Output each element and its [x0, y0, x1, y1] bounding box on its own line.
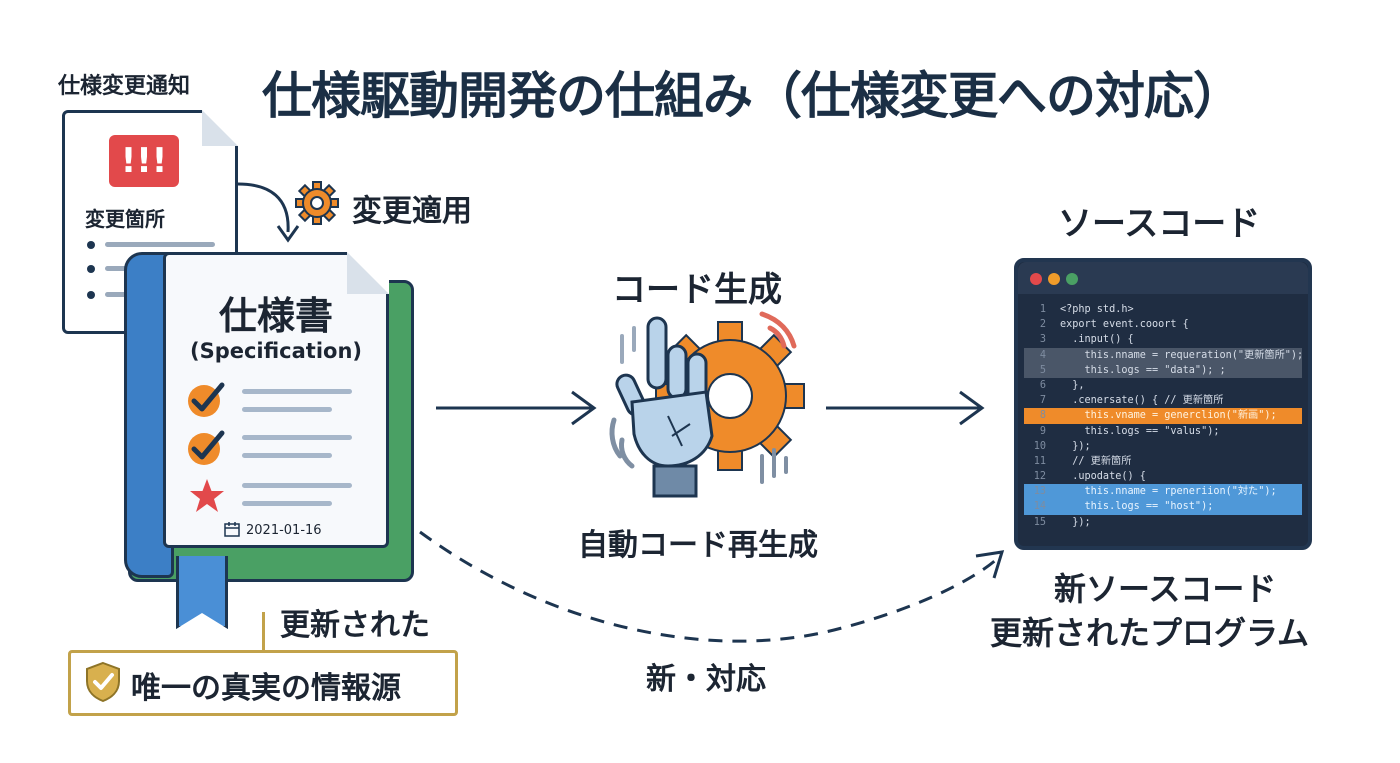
- updated-label: 更新された: [280, 608, 430, 643]
- notice-section-label: 変更箇所: [85, 207, 165, 231]
- checkmark-icon: [188, 382, 225, 417]
- apply-arrow-icon: [237, 182, 300, 243]
- maximize-icon: [1066, 273, 1078, 285]
- line-number: 4: [1039, 349, 1046, 361]
- bullet-icon: [87, 241, 95, 249]
- spec-document: 仕様書 (Specification) 2021-01-16: [163, 252, 389, 548]
- arrow-right-icon: [436, 390, 597, 426]
- code-text: this.nname = rpeneriion("対た");: [1060, 486, 1277, 498]
- code-line: 1 <?php std.h>: [1024, 302, 1302, 317]
- checkmark-icon: [188, 430, 225, 465]
- line-number: 12: [1033, 471, 1046, 483]
- code-text: },: [1060, 379, 1085, 391]
- arrow-right-icon: [826, 390, 985, 426]
- notice-label: 仕様変更通知: [58, 74, 191, 99]
- star-icon: [190, 479, 224, 512]
- text-line: [242, 389, 352, 394]
- text-line: [242, 501, 332, 506]
- code-line: 10 });: [1024, 439, 1302, 454]
- robot-hand-gear-icon: [609, 311, 805, 498]
- line-number: 1: [1039, 304, 1046, 315]
- page-fold-icon: [347, 252, 389, 294]
- close-icon: [1030, 273, 1042, 285]
- code-line: 3 .input() {: [1024, 332, 1302, 347]
- code-line: 12 .upodate() {: [1024, 469, 1302, 484]
- spec-date: 2021-01-16: [246, 523, 322, 538]
- editor-titlebar: [1018, 262, 1308, 294]
- code-text: .upodate() {: [1060, 471, 1146, 483]
- text-line: [242, 407, 332, 412]
- line-number: 10: [1033, 440, 1046, 452]
- source-code-label: ソースコード: [1058, 204, 1261, 244]
- line-number: 3: [1039, 334, 1046, 346]
- line-number: 9: [1039, 425, 1046, 437]
- code-text: this.logs == "valus");: [1060, 425, 1220, 437]
- code-text: .input() {: [1060, 334, 1134, 346]
- bookmark-ribbon-icon: [176, 556, 228, 629]
- code-line: 6 },: [1024, 378, 1302, 393]
- line-number: 8: [1039, 410, 1046, 422]
- code-line: 5 this.logs == "data"); ;: [1024, 362, 1302, 378]
- code-text: export event.cooort {: [1060, 319, 1189, 331]
- line-number: 15: [1033, 516, 1046, 528]
- code-text: .cenersate() { // 更新箇所: [1060, 395, 1224, 407]
- code-line: 4 this.nname = requeration("更新箇所");: [1024, 347, 1304, 363]
- truth-badge-text: 唯一の真実の情報源: [131, 671, 401, 706]
- code-text: this.logs == "data"); ;: [1060, 364, 1226, 376]
- text-line: [242, 453, 332, 458]
- spec-subtitle: (Specification): [189, 339, 363, 363]
- code-text: this.vname = generclion("新画");: [1060, 410, 1277, 422]
- new-path-label: 新・対応: [646, 662, 766, 697]
- code-text: });: [1060, 440, 1091, 452]
- dashed-arrow-icon: [419, 530, 1005, 643]
- line-number: 7: [1039, 395, 1046, 407]
- new-source-caption: 新ソースコード: [1054, 570, 1277, 608]
- regeneration-caption: 自動コード再生成: [578, 528, 818, 563]
- apply-label: 変更適用: [352, 194, 472, 229]
- calendar-icon: [224, 522, 240, 537]
- text-line: [242, 483, 352, 488]
- code-text: // 更新箇所: [1060, 455, 1132, 467]
- code-text: this.logs == "host");: [1060, 501, 1214, 513]
- gear-icon: [295, 181, 339, 225]
- page-title: 仕様駆動開発の仕組み（仕様変更への対応）: [262, 67, 1243, 125]
- line-number: 11: [1033, 455, 1046, 467]
- code-line: 14 this.logs == "host");: [1024, 499, 1302, 515]
- page-fold-icon: [202, 110, 238, 146]
- code-line: 8 this.vname = generclion("新画");: [1024, 408, 1302, 424]
- updated-program-caption: 更新されたプログラム: [990, 614, 1310, 652]
- text-line: [105, 242, 215, 247]
- code-line: 7 .cenersate() { // 更新箇所: [1024, 393, 1302, 408]
- bullet-icon: [87, 291, 95, 299]
- change-notice-document: !!! 変更箇所: [62, 110, 238, 334]
- minimize-icon: [1048, 273, 1060, 285]
- code-line: 9 this.logs == "valus");: [1024, 424, 1302, 439]
- connector-line: [262, 612, 265, 652]
- bullet-icon: [87, 265, 95, 273]
- text-line: [242, 435, 352, 440]
- code-text: this.nname = requeration("更新箇所");: [1060, 349, 1304, 361]
- code-text: });: [1060, 516, 1091, 528]
- alert-icon: !!!: [109, 135, 179, 187]
- code-line: 15 });: [1024, 515, 1302, 530]
- shield-icon: [86, 661, 120, 703]
- line-number: 5: [1039, 364, 1046, 376]
- spec-title: 仕様書: [218, 294, 333, 338]
- code-line: 2 export event.cooort {: [1024, 317, 1302, 332]
- line-number: 6: [1039, 379, 1046, 391]
- line-number: 14: [1033, 501, 1046, 513]
- single-source-of-truth-badge: 唯一の真実の情報源: [68, 650, 458, 716]
- code-text: <?php std.h>: [1060, 304, 1134, 315]
- code-line: 13 this.nname = rpeneriion("対た");: [1024, 484, 1302, 500]
- code-line: 11 // 更新箇所: [1024, 454, 1302, 469]
- line-number: 13: [1033, 486, 1046, 498]
- code-generation-label: コード生成: [612, 270, 782, 310]
- line-number: 2: [1039, 319, 1046, 331]
